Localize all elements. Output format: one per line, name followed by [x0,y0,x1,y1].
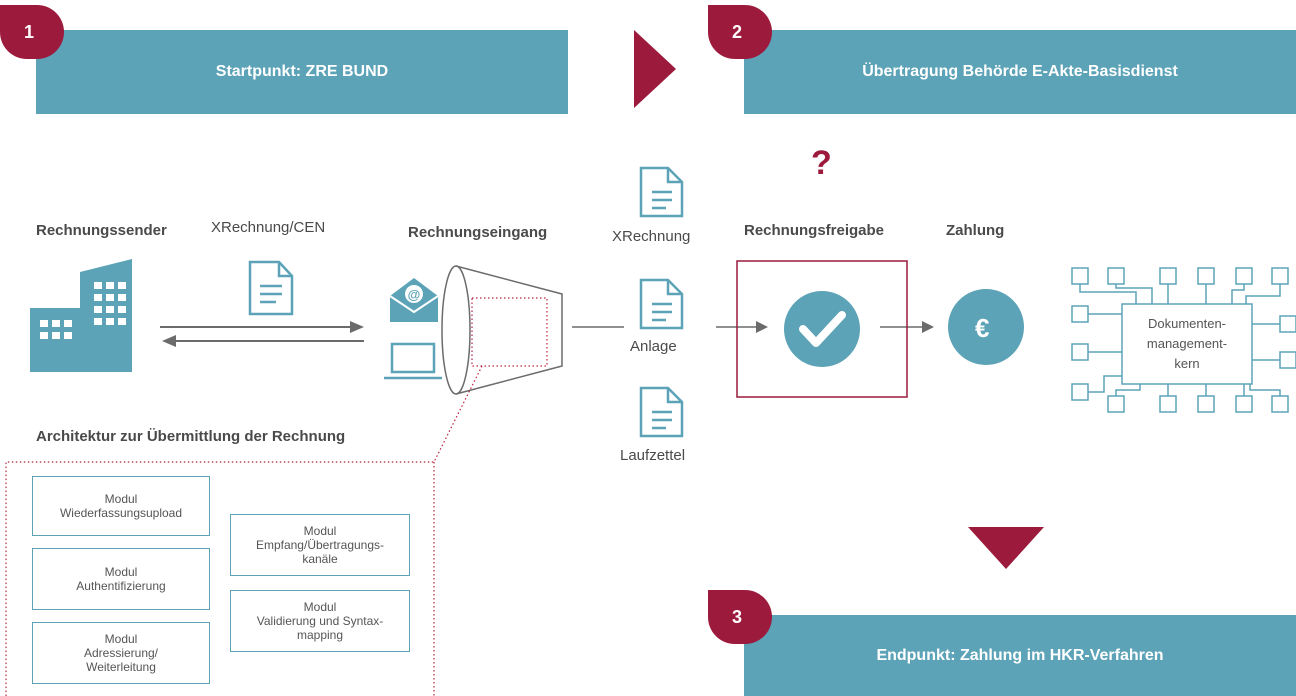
step-1-badge: 1 [0,5,64,59]
document-icon-laufzettel [639,386,684,438]
step-2-banner: Übertragung Behörde E-Akte-Basisdienst [744,30,1296,114]
exchange-arrows [160,321,364,347]
document-icon-anlage [639,278,684,330]
freigabe-label: Rechnungsfreigabe [744,222,885,239]
svg-text:@: @ [408,287,421,302]
eingang-label: Rechnungseingang [408,224,548,241]
zahlung-label: Zahlung [946,222,1005,239]
email-icon: @ [389,278,439,322]
question-mark: ? [811,144,832,182]
step-3-title: Endpunkt: Zahlung im HKR-Verfahren [876,646,1164,664]
module-wiederfassungsupload: Modul Wiederfassungsupload [32,476,210,536]
euro-icon [948,289,1024,365]
format-label: XRechnung/CEN [211,219,326,236]
architecture-connector [5,365,483,696]
module-adressierung: Modul Adressierung/ Weiterleitung [32,622,210,684]
module-validierung: Modul Validierung und Syntax- mapping [230,590,410,652]
freigabe-box [736,260,908,398]
laptop-icon [384,342,442,380]
dmk-label: Dokumenten- management- kern [1146,316,1228,371]
euro-symbol: € [975,313,990,343]
doc-label-laufzettel: Laufzettel [620,447,686,464]
step-3-badge: 3 [708,590,772,644]
step-2-title: Übertragung Behörde E-Akte-Basisdienst [862,63,1178,80]
step-3-banner: Endpunkt: Zahlung im HKR-Verfahren [744,615,1296,696]
sender-label: Rechnungssender [36,222,167,239]
document-icon-sender [248,260,294,316]
doc-label-xrechnung: XRechnung [612,228,691,245]
architecture-title: Architektur zur Übermittlung der Rechnun… [36,428,346,445]
doc-label-anlage: Anlage [630,338,677,355]
document-icon-xrechnung [639,166,684,218]
flow-arrows [716,321,934,333]
module-empfang: Modul Empfang/Übertragungs- kanäle [230,514,410,576]
flow-arrow-right [634,30,676,108]
step-1-banner: Startpunkt: ZRE BUND [36,30,568,114]
building-icon [30,259,132,372]
funnel-inner-box [471,297,548,367]
dmk-circuit-icon [1071,267,1296,413]
module-authentifizierung: Modul Authentifizierung [32,548,210,610]
check-icon [784,291,860,367]
step-2-badge: 2 [708,5,772,59]
step-1-title: Startpunkt: ZRE BUND [215,63,389,80]
funnel-shape [441,265,563,395]
flow-arrow-down [968,527,1044,569]
